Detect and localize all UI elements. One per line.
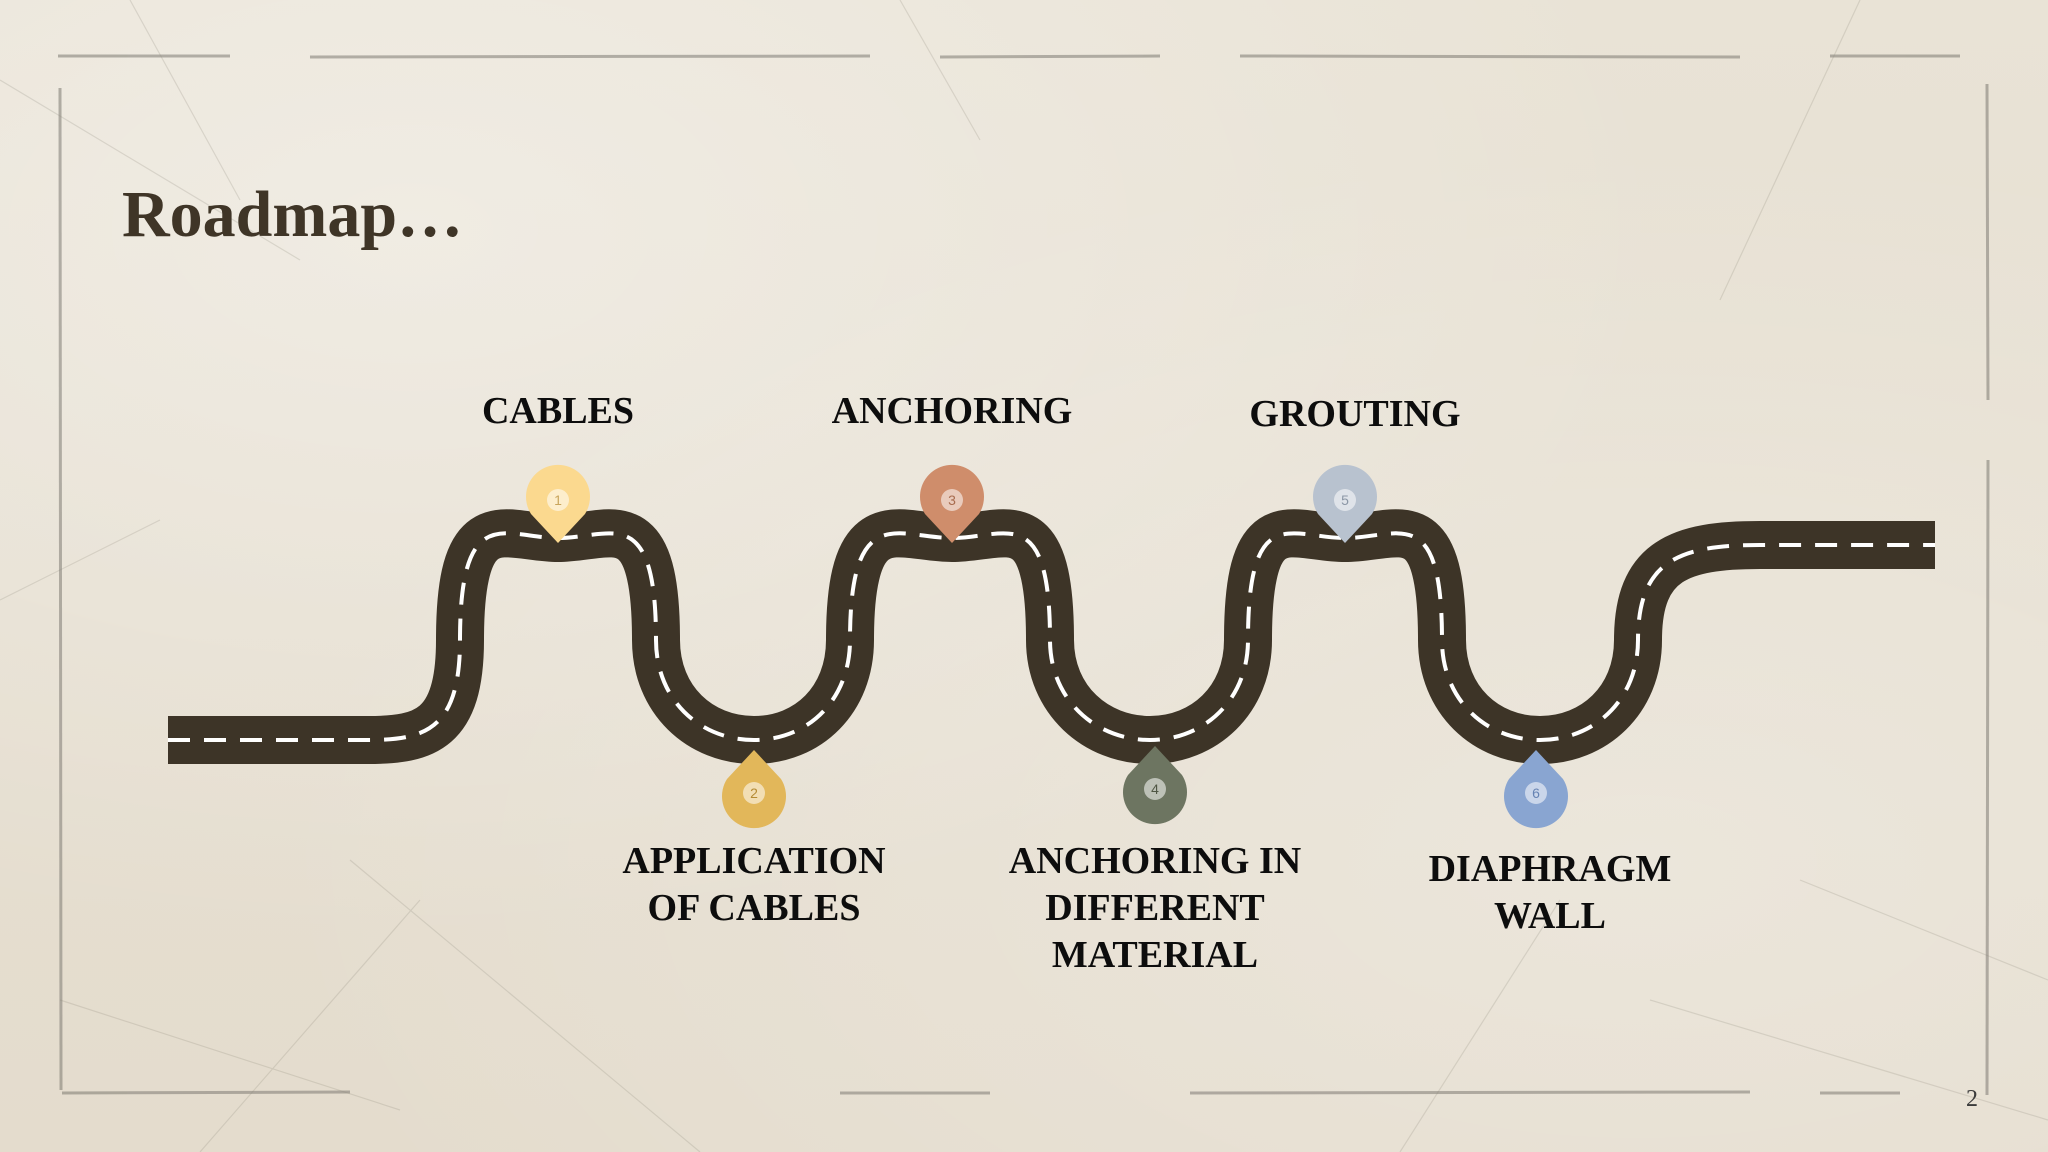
stop-label-diaphragm-wall: DIAPHRAGM WALL [1428,848,1672,937]
stop-label-anchoring-in-different-material: ANCHORING IN DIFFERENT MATERIAL [1008,840,1302,976]
page-title: Roadmap… [122,178,464,251]
pin-3-number: 3 [948,492,956,508]
pin-6-number: 6 [1532,785,1540,801]
road-center-dashes [168,531,1935,743]
pin-1-number: 1 [554,492,562,508]
pin-5-number: 5 [1341,492,1349,508]
pin-1: 1 [526,464,590,543]
pin-3: 3 [920,464,984,543]
stop-label-cables: CABLES [481,390,635,432]
stop-label-grouting: GROUTING [1249,393,1461,435]
pin-4-number: 4 [1151,781,1159,797]
pin-2-number: 2 [750,785,758,801]
pin-6: 6 [1504,750,1568,829]
road-asphalt [168,509,1935,764]
page-number: 2 [1966,1086,1978,1112]
pin-2: 2 [722,750,786,829]
stop-label-application-of-cables: APPLICATION OF CABLES [622,840,886,929]
stop-label-anchoring: ANCHORING [831,390,1073,432]
pin-5: 5 [1313,464,1377,543]
pin-4: 4 [1123,746,1187,825]
